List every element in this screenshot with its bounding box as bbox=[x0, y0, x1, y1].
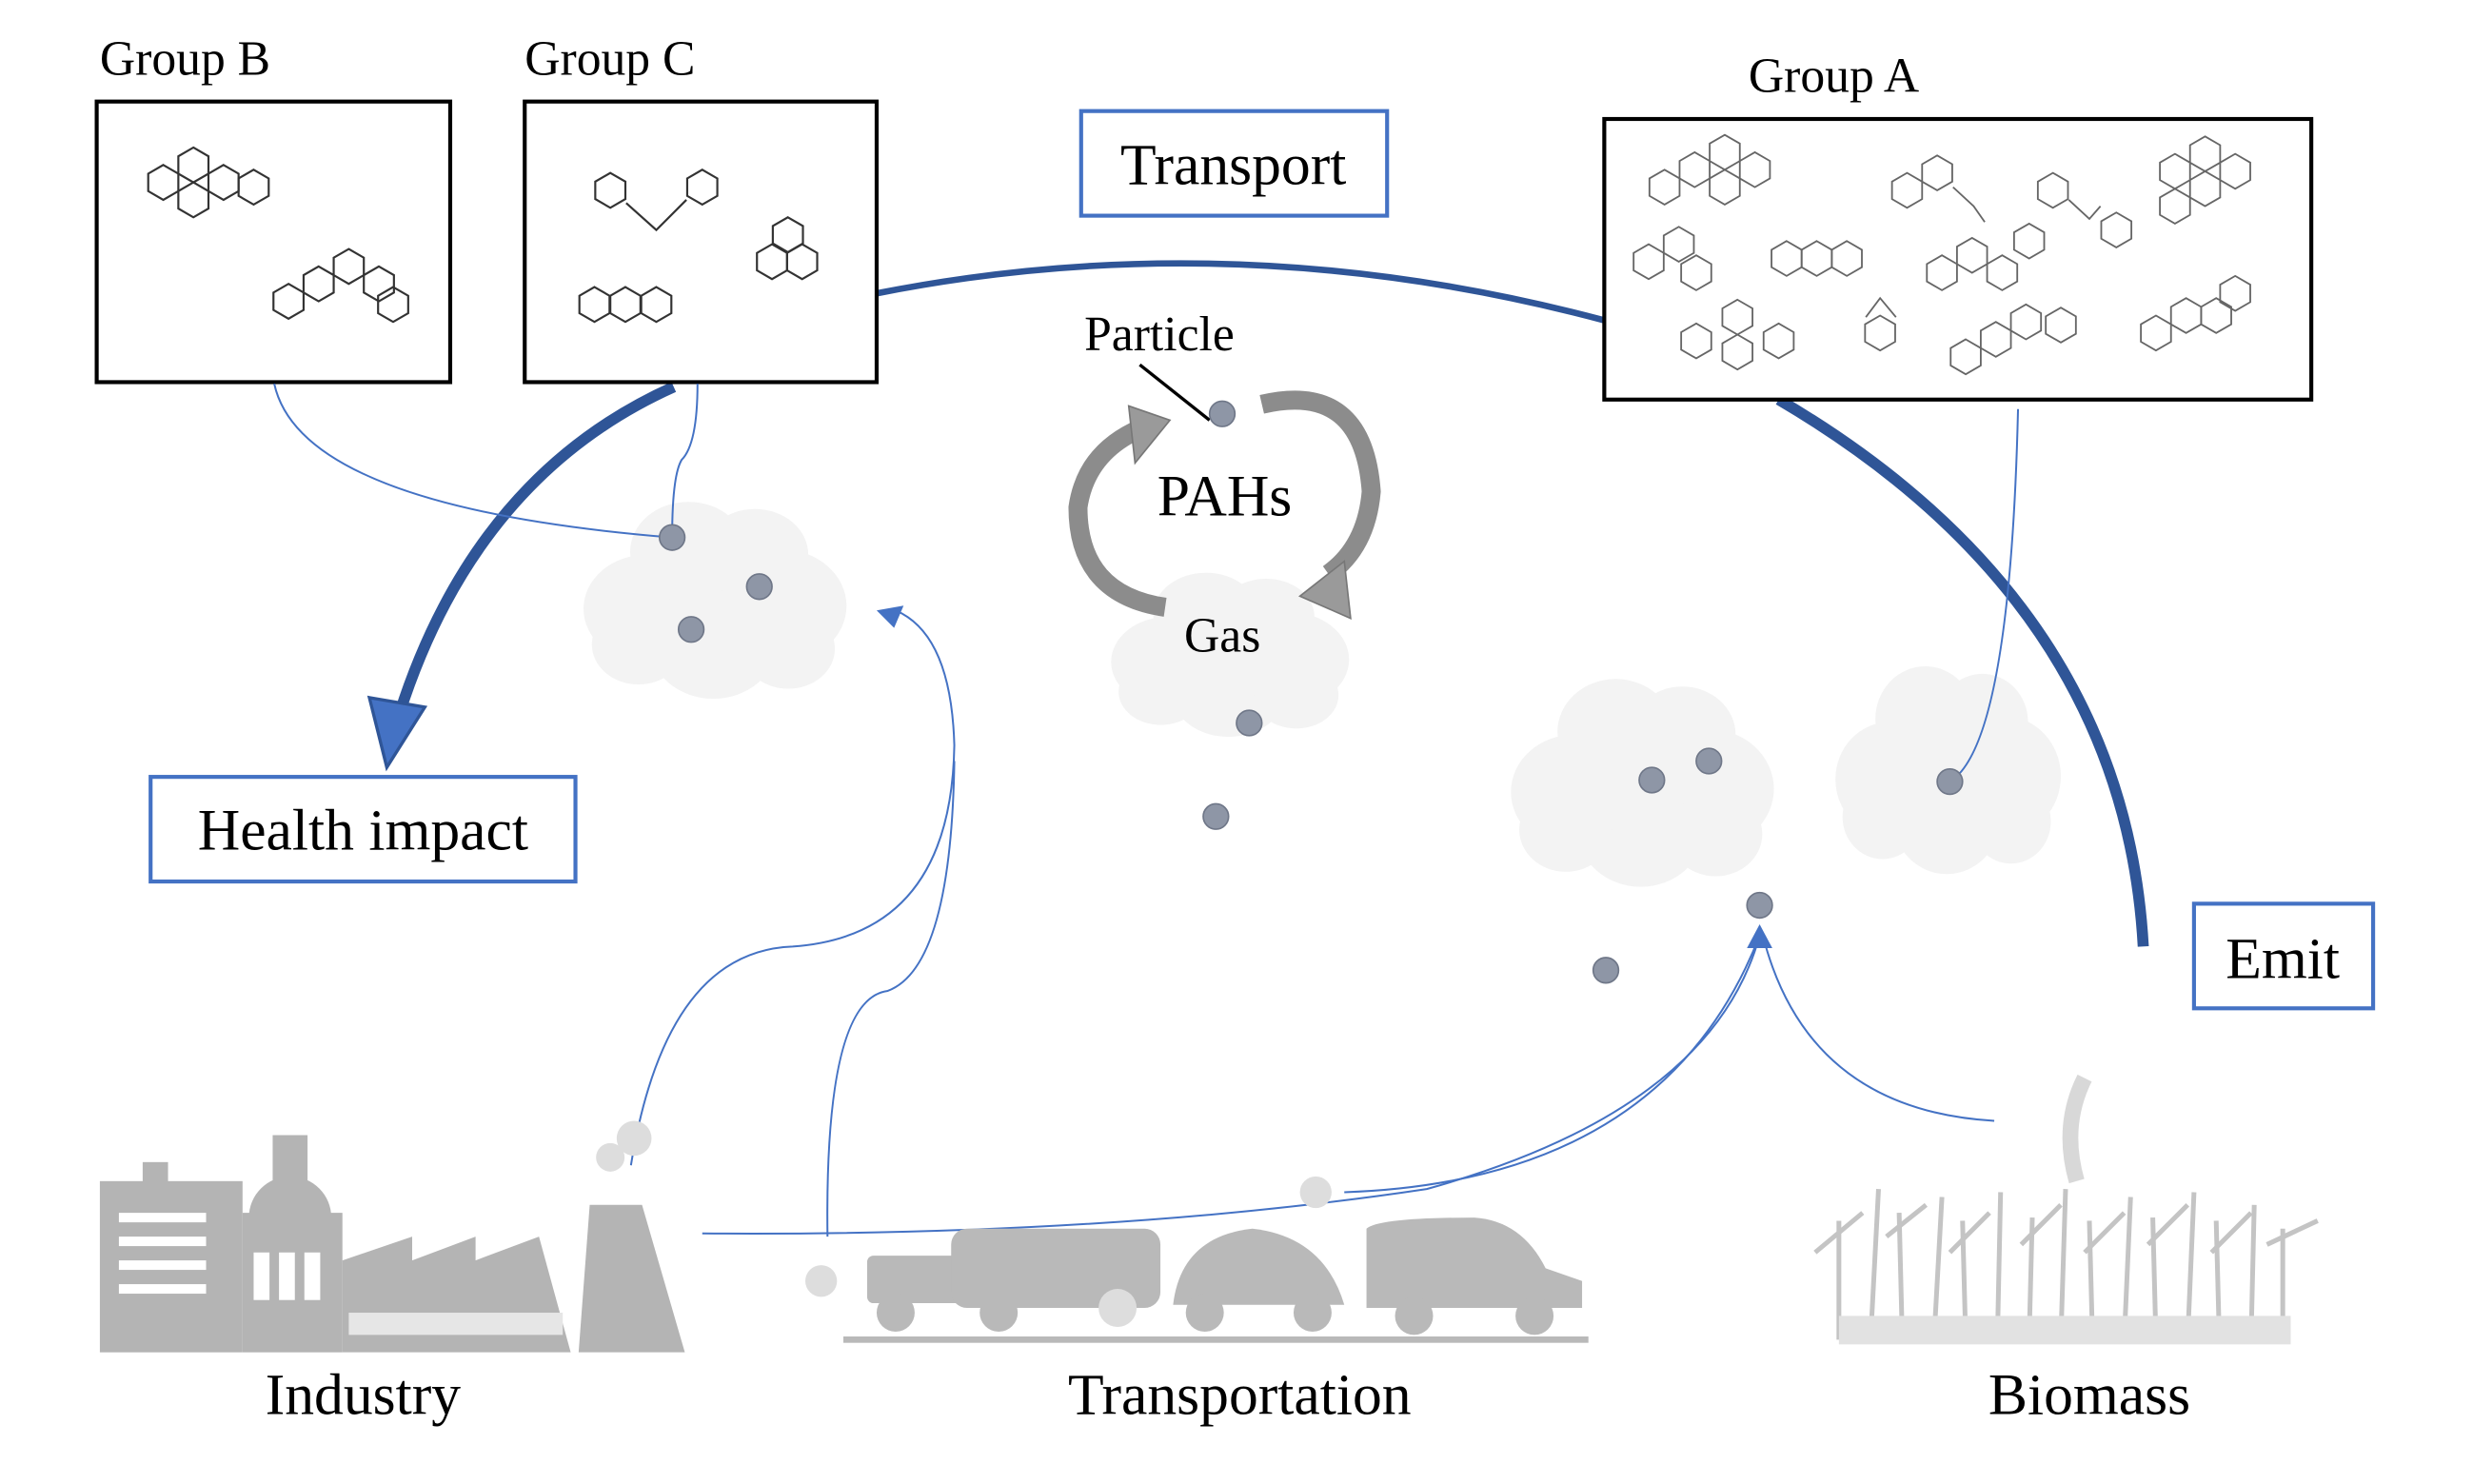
group-a-label: Group A bbox=[1749, 49, 1919, 104]
industry-emission-line bbox=[629, 609, 956, 1166]
group-a-structures-icon bbox=[1632, 133, 2251, 376]
transport-label: Transport bbox=[1078, 109, 1390, 218]
svg-text:Emit: Emit bbox=[2226, 927, 2340, 992]
group-c-box bbox=[523, 99, 880, 385]
cloud-left bbox=[584, 502, 847, 700]
health-impact-label: Health impact bbox=[148, 775, 578, 884]
transportation-icon bbox=[805, 1176, 1589, 1343]
group-b-label: Group B bbox=[100, 31, 270, 86]
particle-to-gas-arrow bbox=[1259, 390, 1381, 583]
biomass-icon bbox=[1813, 1074, 2319, 1345]
biomass-label: Biomass bbox=[1988, 1363, 2190, 1428]
gas-to-particle-arrow bbox=[1068, 419, 1167, 617]
fluorene-structure-icon bbox=[594, 168, 719, 232]
cycle-arrowhead-up-icon bbox=[1127, 405, 1172, 465]
particle-pointer bbox=[1138, 363, 1211, 422]
industry-windows bbox=[118, 1213, 564, 1336]
health-arrowhead-icon bbox=[366, 695, 428, 772]
particle-dots bbox=[658, 400, 1964, 984]
industry-label: Industry bbox=[266, 1363, 462, 1428]
transport-emission-line bbox=[826, 761, 956, 1237]
particle-label: Particle bbox=[1084, 307, 1235, 362]
group-b-box bbox=[94, 99, 453, 385]
group-c-label: Group C bbox=[524, 31, 695, 86]
health-impact-arrow bbox=[394, 382, 677, 716]
pahs-label: PAHs bbox=[1157, 464, 1293, 528]
emit-arrow bbox=[1775, 394, 2149, 947]
group-a-link bbox=[1949, 408, 2020, 782]
biomass-to-right-line bbox=[1761, 935, 1995, 1122]
vehicle-to-right-line bbox=[1344, 935, 1761, 1194]
transport-arrow bbox=[876, 260, 1606, 324]
transportation-label: Transportation bbox=[1068, 1363, 1412, 1428]
gas-label: Gas bbox=[1184, 609, 1260, 663]
svg-text:Transport: Transport bbox=[1120, 132, 1346, 197]
group-b-link bbox=[273, 383, 673, 539]
left-arrowhead-icon bbox=[876, 605, 904, 628]
svg-text:Health impact: Health impact bbox=[198, 799, 528, 863]
cycle-arrowhead-down-icon bbox=[1298, 560, 1352, 620]
group-c-link bbox=[671, 384, 699, 538]
emit-label: Emit bbox=[2191, 901, 2376, 1011]
right-arrowhead-icon bbox=[1747, 924, 1772, 948]
